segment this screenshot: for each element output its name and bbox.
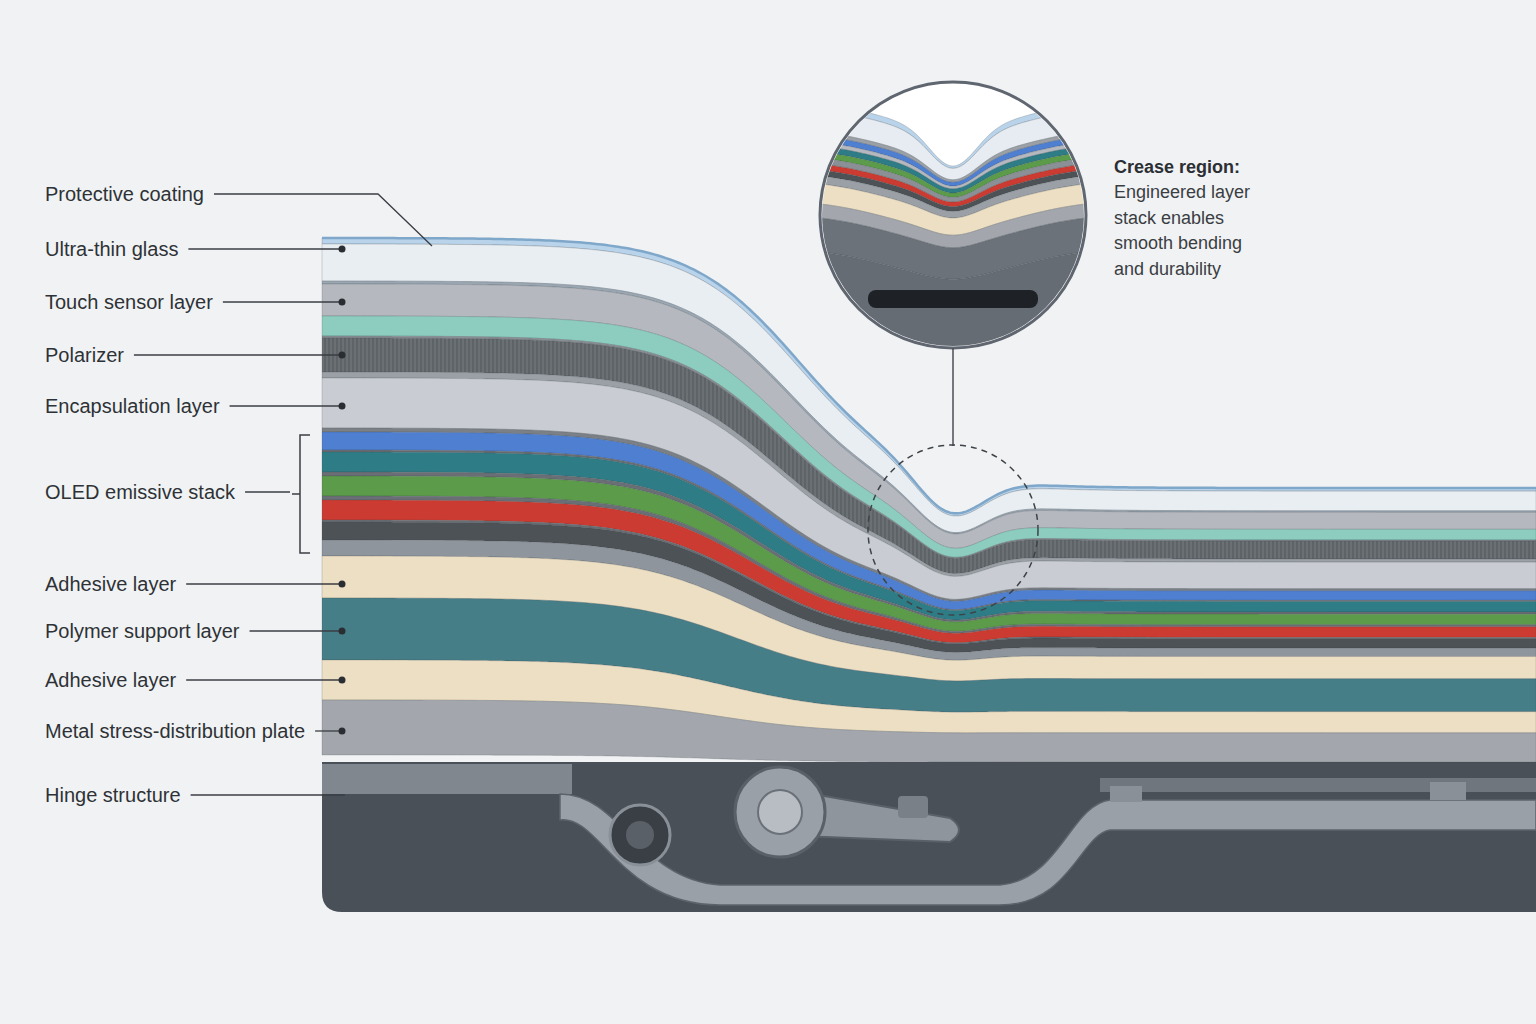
layer-label: Metal stress-distribution plate bbox=[45, 719, 305, 743]
layer-label: Adhesive layer bbox=[45, 572, 176, 596]
layer-label: Protective coating bbox=[45, 182, 204, 206]
leader-dot bbox=[339, 352, 346, 359]
hinge-pin bbox=[898, 796, 928, 818]
leader-line bbox=[245, 491, 290, 492]
callout-note: Engineered layer stack enables smooth be… bbox=[1114, 180, 1274, 282]
crease-magnifier bbox=[815, 82, 1091, 615]
leader-dot bbox=[339, 246, 346, 253]
leader-dot bbox=[339, 728, 346, 735]
magnifier-rim bbox=[820, 82, 1086, 348]
layer-label: Hinge structure bbox=[45, 783, 181, 807]
hinge-pivot-hub bbox=[758, 790, 802, 834]
callout-heading: Crease region: bbox=[1114, 155, 1240, 180]
leader-line bbox=[134, 354, 342, 355]
hinge-gear-hub bbox=[626, 821, 654, 849]
leader-dot bbox=[339, 677, 346, 684]
coating-edge bbox=[322, 238, 1536, 513]
hinge-right-plate bbox=[1100, 778, 1536, 792]
leader-line bbox=[191, 794, 345, 795]
hinge-top-plate bbox=[322, 764, 572, 794]
layer-label: OLED emissive stack bbox=[45, 480, 235, 504]
leader-line bbox=[230, 405, 342, 406]
leader-dot bbox=[339, 628, 346, 635]
leader-dot bbox=[339, 581, 346, 588]
leader-line bbox=[315, 730, 342, 731]
layer-label: Touch sensor layer bbox=[45, 290, 213, 314]
leader-line bbox=[214, 194, 432, 246]
leader-line bbox=[188, 248, 342, 249]
hinge-block bbox=[1110, 786, 1142, 802]
layer-label: Adhesive layer bbox=[45, 668, 176, 692]
crease-focus-ring bbox=[868, 445, 1038, 615]
oled-bracket bbox=[292, 435, 310, 553]
hinge-housing bbox=[322, 762, 1536, 912]
hinge-gear bbox=[610, 805, 670, 865]
layer-label: Encapsulation layer bbox=[45, 394, 220, 418]
leader-line bbox=[186, 583, 342, 584]
hinge-block bbox=[1430, 782, 1466, 800]
leader-line bbox=[186, 679, 342, 680]
leader-dot bbox=[339, 299, 346, 306]
magnifier-pointer bbox=[952, 348, 954, 446]
layer-label: Polymer support layer bbox=[45, 619, 240, 643]
hinge-pivot bbox=[735, 767, 825, 857]
hinge-slot bbox=[868, 290, 1038, 308]
hinge-rail bbox=[560, 794, 1536, 905]
layer-label: Polarizer bbox=[45, 343, 124, 367]
leader-line bbox=[223, 301, 342, 302]
layer-label: Ultra-thin glass bbox=[45, 237, 178, 261]
metal-plate-band bbox=[322, 700, 1536, 762]
layer-stack bbox=[322, 238, 1536, 762]
leader-dot bbox=[339, 403, 346, 410]
hinge-assembly bbox=[322, 762, 1536, 912]
leader-line bbox=[250, 630, 342, 631]
